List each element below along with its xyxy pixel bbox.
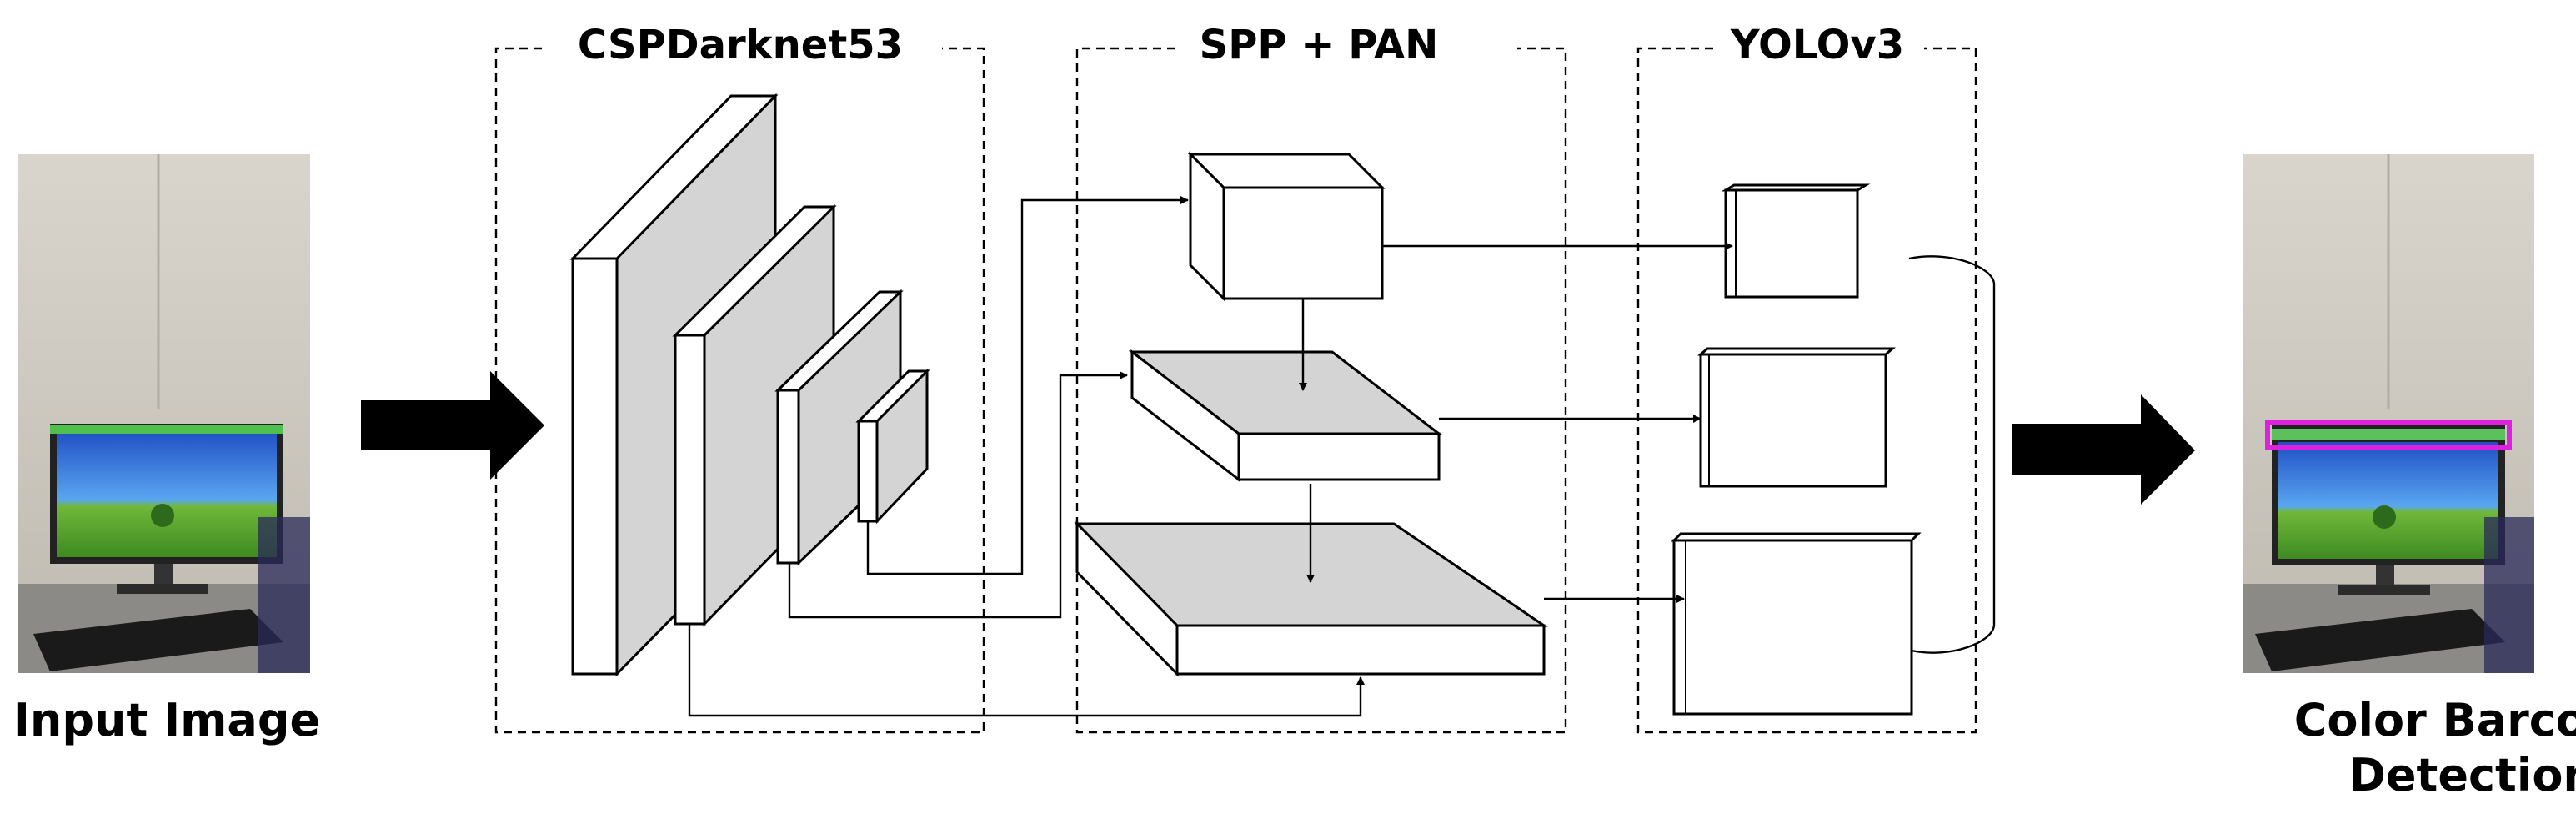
right-arrow-icon xyxy=(2012,394,2195,505)
keyboard-icon xyxy=(2255,609,2505,671)
output-label-line1: Color Barcode xyxy=(2294,694,2576,746)
neck-section: SPP + PAN xyxy=(1075,22,1567,734)
connections xyxy=(688,196,1996,717)
head-block-small xyxy=(1721,183,1871,299)
neck-title: SPP + PAN xyxy=(1200,22,1439,68)
output-label-line2: Detection xyxy=(2348,749,2576,801)
head-block-medium xyxy=(1697,347,1896,488)
right-arrow-icon xyxy=(361,371,544,480)
input-image-label: Input Image xyxy=(13,694,320,746)
input-image xyxy=(18,154,310,673)
head-section: YOLOv3 xyxy=(1636,22,1977,734)
backbone-title: CSPDarknet53 xyxy=(578,22,903,68)
output-image xyxy=(2243,154,2534,673)
backbone-section: CSPDarknet53 xyxy=(494,22,985,734)
neck-block-middle xyxy=(1128,349,1443,483)
keyboard-icon xyxy=(33,609,283,671)
monitor-icon xyxy=(50,424,283,594)
head-block-large xyxy=(1671,532,1922,716)
neck-block-top xyxy=(1187,151,1386,302)
head-title: YOLOv3 xyxy=(1730,22,1904,68)
detection-bounding-box xyxy=(2265,420,2512,450)
backbone-block-4 xyxy=(855,369,930,525)
